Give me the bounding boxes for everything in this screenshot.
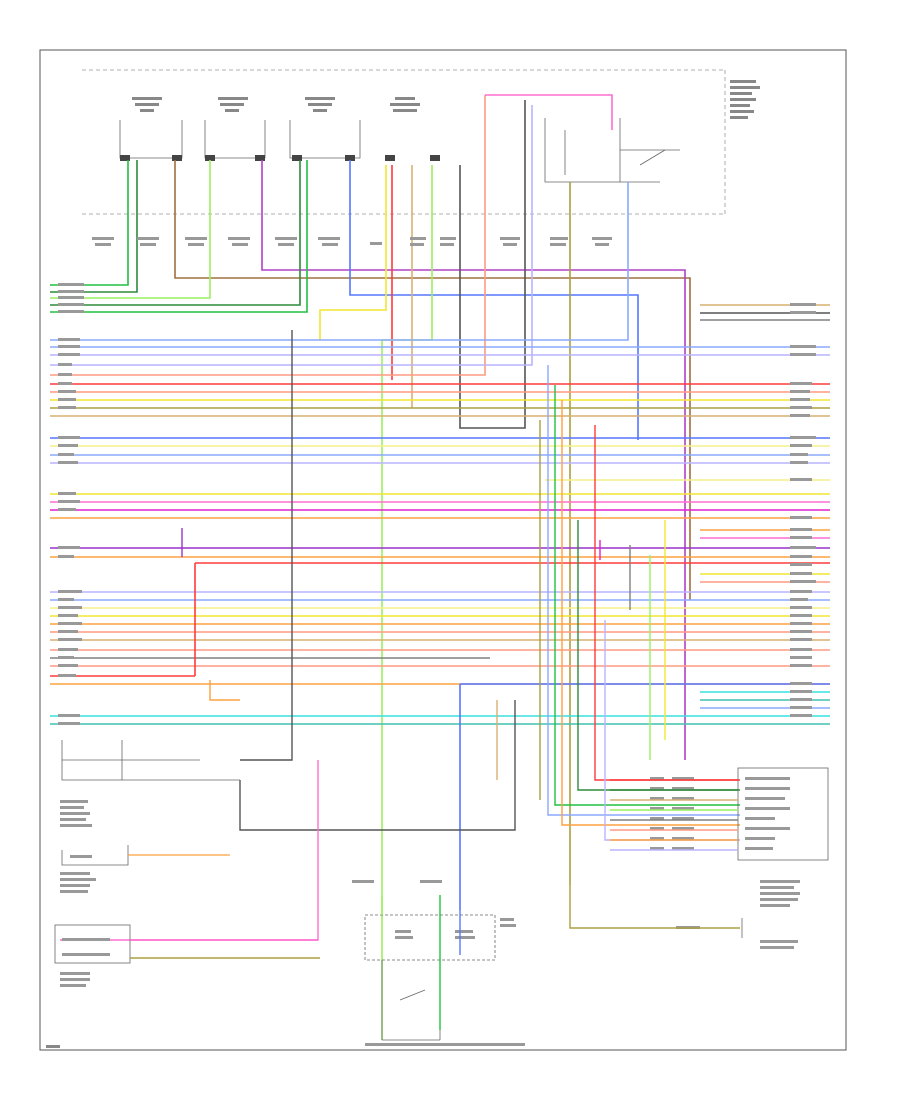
- speed-sensor-box: [54, 924, 320, 987]
- switch-labels: [132, 80, 760, 119]
- switch-contacts: [120, 155, 440, 161]
- sensor-module-labels: [60, 800, 96, 893]
- left-harness-lines: [50, 346, 830, 910]
- page-footer-mark: [46, 1045, 60, 1048]
- connector-block-right: [569, 767, 829, 949]
- bottom-center-switch: [364, 914, 496, 1041]
- switch-group-1: [119, 120, 361, 159]
- top-vertical-wires: [50, 94, 691, 1040]
- bottom-center-wires: [381, 895, 461, 1030]
- top-module-outline: [82, 69, 726, 215]
- top-drop-labels: [92, 237, 612, 246]
- diagram-border: [39, 49, 847, 1051]
- relay-symbol: [544, 118, 680, 183]
- right-harness-stubs: [700, 304, 830, 709]
- bottom-center-labels: [352, 880, 525, 1046]
- sensor-module-left: [61, 740, 240, 866]
- left-wire-labels: [58, 283, 84, 725]
- right-wire-labels: [790, 303, 816, 717]
